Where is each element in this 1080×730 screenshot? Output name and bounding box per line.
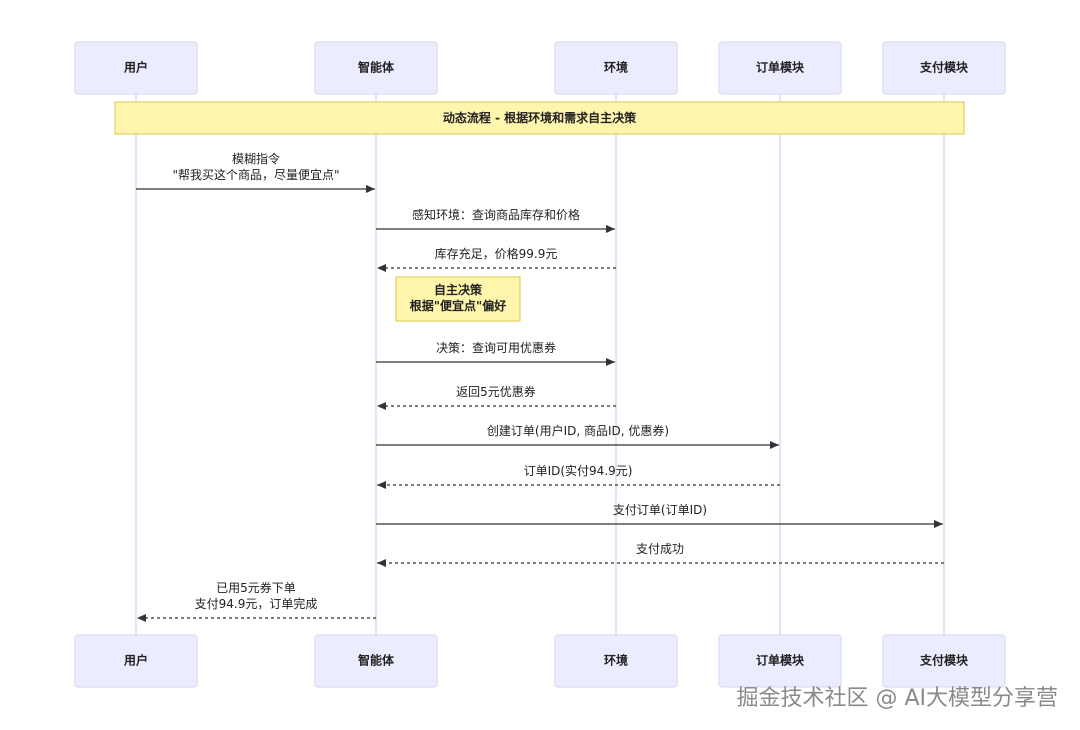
actor-label: 智能体	[357, 653, 395, 668]
message-label: 支付订单(订单ID)	[613, 503, 707, 517]
actor-label: 智能体	[357, 60, 395, 75]
message-label: 返回5元优惠券	[456, 384, 536, 399]
message-label: 模糊指令	[232, 151, 280, 166]
message-label: 库存充足，价格99.9元	[435, 246, 558, 261]
message-agent-to-order: 创建订单(用户ID, 商品ID, 优惠券)	[376, 423, 779, 449]
actor-env-bottom: 环境	[554, 634, 678, 688]
message-label: 感知环境：查询商品库存和价格	[412, 207, 580, 222]
actor-pay-bottom: 支付模块	[882, 634, 1006, 688]
message-label: 支付成功	[636, 542, 684, 556]
note-line: 自主决策	[434, 282, 483, 297]
message-env-to-agent: 返回5元优惠券	[377, 384, 616, 410]
message-agent-to-env: 决策：查询可用优惠券	[376, 340, 615, 366]
actor-box	[74, 41, 198, 95]
message-label: 已用5元券下单	[216, 580, 296, 595]
message-label: 决策：查询可用优惠券	[436, 340, 556, 355]
actor-label: 环境	[604, 653, 628, 668]
actor-box	[882, 634, 1006, 688]
actor-box	[74, 634, 198, 688]
actor-label: 环境	[604, 60, 628, 75]
watermark-text: 掘金技术社区 @ AI大模型分享营	[736, 686, 1058, 711]
actor-user-bottom: 用户	[74, 634, 198, 688]
message-agent-to-env: 感知环境：查询商品库存和价格	[376, 207, 615, 233]
actor-box	[314, 41, 438, 95]
message-agent-to-pay: 支付订单(订单ID)	[376, 503, 943, 528]
actor-agent-bottom: 智能体	[314, 634, 438, 688]
message-label: "帮我买这个商品，尽量便宜点"	[172, 167, 339, 182]
actor-pay-top: 支付模块	[882, 41, 1006, 95]
actor-box	[554, 41, 678, 95]
actor-box	[718, 41, 842, 95]
banner-note	[114, 101, 965, 135]
actor-agent-top: 智能体	[314, 41, 438, 95]
actor-env-top: 环境	[554, 41, 678, 95]
banner-note-text: 动态流程 - 根据环境和需求自主决策	[443, 110, 637, 125]
actor-box	[314, 634, 438, 688]
actor-label: 支付模块	[919, 653, 969, 668]
message-pay-to-agent: 支付成功	[377, 542, 944, 567]
actor-box	[718, 634, 842, 688]
actor-order-top: 订单模块	[718, 41, 842, 95]
actor-order-bottom: 订单模块	[718, 634, 842, 688]
message-user-to-agent: 模糊指令"帮我买这个商品，尽量便宜点"	[136, 151, 375, 193]
note-line: 根据"便宜点"偏好	[410, 298, 507, 313]
actor-label: 订单模块	[756, 653, 805, 668]
actor-box	[554, 634, 678, 688]
message-env-to-agent: 库存充足，价格99.9元	[377, 246, 616, 272]
message-label: 支付94.9元，订单完成	[195, 596, 318, 611]
actor-label: 订单模块	[756, 60, 805, 75]
actor-label: 支付模块	[919, 60, 969, 75]
actor-label: 用户	[123, 60, 148, 75]
actor-label: 用户	[123, 653, 148, 668]
message-label: 创建订单(用户ID, 商品ID, 优惠券)	[487, 423, 669, 438]
note-box	[395, 276, 521, 322]
actor-box	[882, 41, 1006, 95]
actor-user-top: 用户	[74, 41, 198, 95]
message-order-to-agent: 订单ID(实付94.9元)	[377, 463, 780, 489]
message-label: 订单ID(实付94.9元)	[524, 463, 633, 478]
